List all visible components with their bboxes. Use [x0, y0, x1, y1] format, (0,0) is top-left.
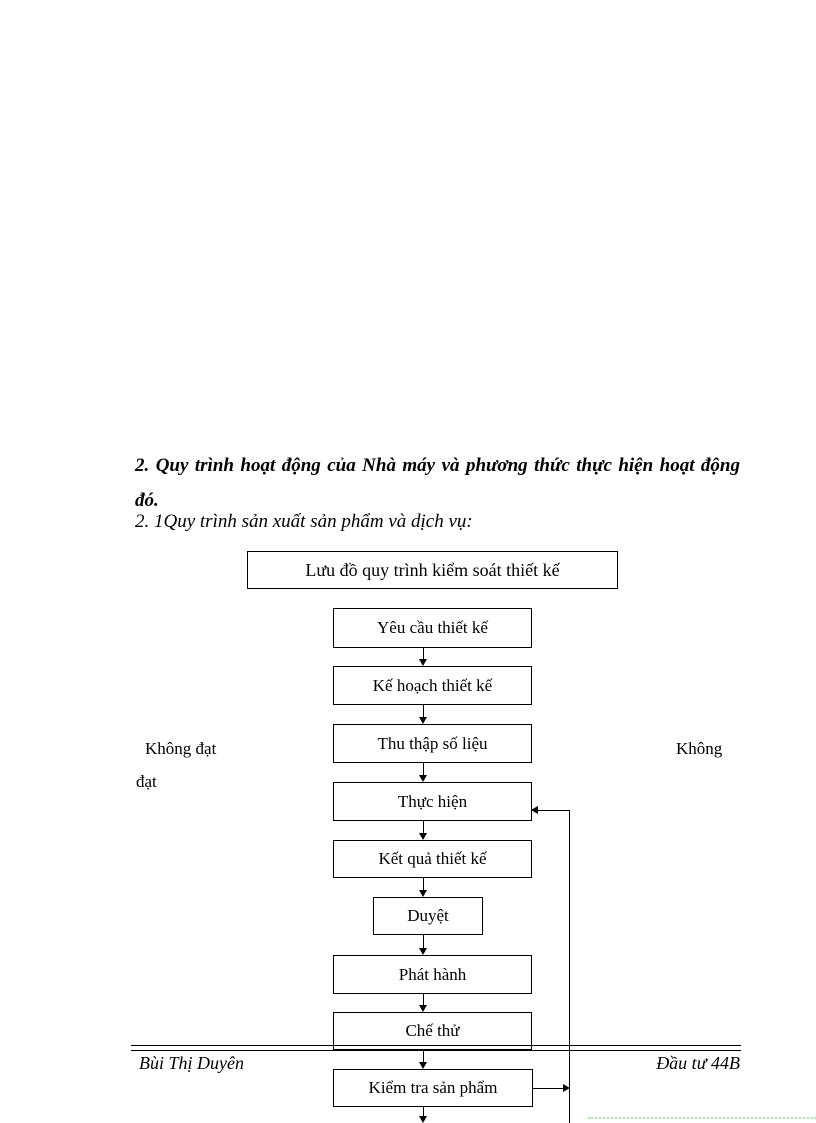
section-heading: 2. Quy trình hoạt động của Nhà máy và ph… — [135, 455, 740, 511]
flow-arrow-down-icon — [419, 994, 428, 1012]
footer-class: Đầu tư 44B — [656, 1053, 740, 1073]
flow-arrow-down-icon — [419, 878, 428, 897]
feedback-arrow-right-icon — [532, 1084, 570, 1093]
subsection-heading: 2. 1Quy trình sản xuất sản phẩm và dịch … — [135, 511, 473, 532]
flow-box-yeu-cau-thiet-ke: Yêu cầu thiết kế — [333, 608, 532, 648]
flow-box-thu-thap-so-lieu: Thu thập số liệu — [333, 724, 532, 763]
footer-divider — [131, 1045, 741, 1046]
flow-arrow-down-icon — [419, 935, 428, 955]
proofing-underline — [588, 1117, 816, 1119]
footer-author: Bùi Thị Duyên — [139, 1053, 244, 1073]
flow-box-thuc-hien: Thực hiện — [333, 782, 532, 821]
flow-box-ket-qua-thiet-ke: Kết quả thiết kế — [333, 840, 532, 878]
flow-box-che-thu: Chế thử — [333, 1012, 532, 1050]
flow-box-phat-hanh: Phát hành — [333, 955, 532, 994]
flow-arrow-down-icon — [419, 705, 428, 724]
flow-arrow-down-icon — [419, 763, 428, 782]
label-khong: Không — [676, 739, 723, 758]
footer-divider — [131, 1050, 741, 1051]
flow-title-box: Lưu đồ quy trình kiểm soát thiết kế — [247, 551, 618, 589]
flow-box-kiem-tra-san-pham: Kiểm tra sản phẩm — [333, 1069, 533, 1107]
label-dat: đạt — [136, 772, 157, 791]
flow-arrow-down-icon — [419, 821, 428, 840]
flow-arrow-down-icon — [419, 648, 428, 666]
flow-box-ke-hoach-thiet-ke: Kế hoạch thiết kế — [333, 666, 532, 705]
feedback-arrow-left-icon — [531, 806, 570, 815]
flow-arrow-down-icon — [419, 1107, 428, 1123]
label-khong-dat: Không đạt — [145, 739, 217, 758]
flow-arrow-down-icon — [419, 1050, 428, 1069]
feedback-line — [569, 810, 570, 1123]
flow-box-duyet: Duyệt — [373, 897, 483, 935]
